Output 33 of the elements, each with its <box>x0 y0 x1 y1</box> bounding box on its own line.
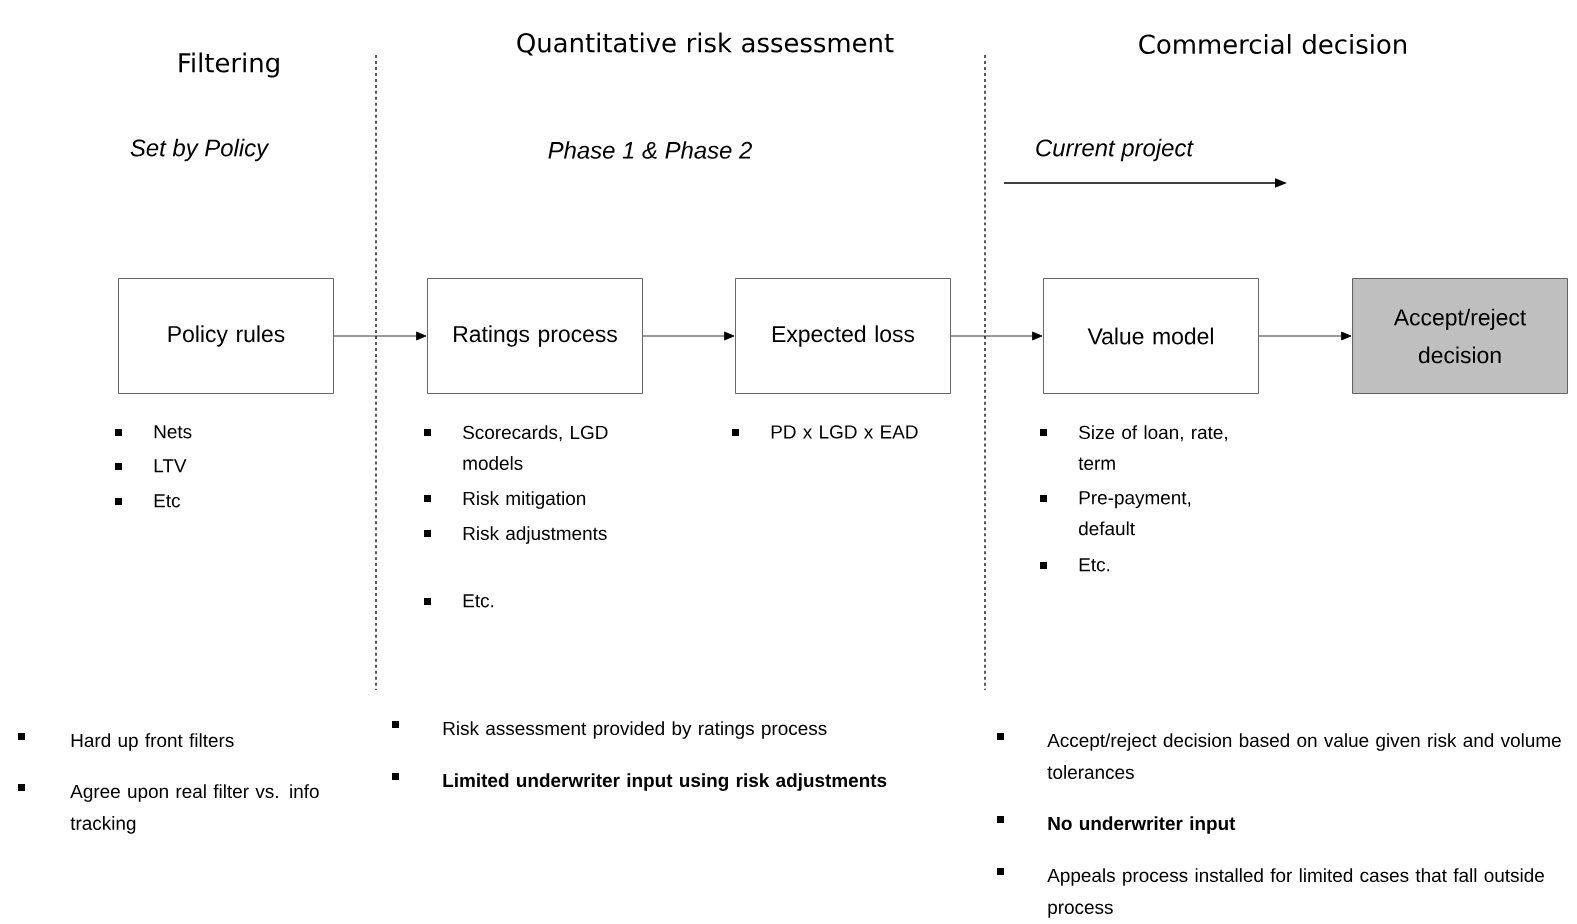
column-heading: Commercial decision <box>1139 33 1406 54</box>
bullet-item: Nets <box>115 425 192 439</box>
bullet-item: Etc. <box>1040 558 1110 572</box>
phase-label: Phase 1 & Phase 2 <box>548 141 752 159</box>
bullet-item: Appeals process installed for limited cases that fall outside process <box>997 868 1544 918</box>
bullet-item: PD x LGD x EAD <box>732 425 918 439</box>
process-box: Policy rules <box>118 278 334 394</box>
bullet-item: Scorecards, LGD models <box>424 425 608 470</box>
bullet-item: Size of loan, rate, term <box>1040 425 1227 470</box>
column-heading: Quantitative risk assessment <box>517 32 894 56</box>
process-box: Value model <box>1043 278 1259 394</box>
bullet-item: Etc. <box>424 594 494 608</box>
arrow <box>642 331 735 341</box>
bullet-item: Accept/reject decision based on value given risk and volume tolerances <box>997 733 1561 779</box>
arrow <box>333 331 427 341</box>
process-box: Ratings process <box>427 278 643 394</box>
column-heading: Filtering <box>179 52 279 78</box>
process-box: Expected loss <box>735 278 951 394</box>
bullet-item: LTV <box>115 459 187 473</box>
bullet-item: Pre-payment, default <box>1040 491 1191 536</box>
bullet-item: Risk assessment provided by ratings process <box>392 721 827 739</box>
arrow <box>950 331 1043 341</box>
bullet-item: Etc <box>115 494 181 508</box>
bullet-item: No underwriter input <box>997 816 1236 834</box>
bullet-item: Hard up front filters <box>18 733 234 751</box>
phase-label: Current project <box>1036 138 1194 162</box>
arrow <box>1258 331 1352 341</box>
process-box: Accept/reject decision <box>1352 278 1568 394</box>
bullet-item: Risk adjustments <box>424 526 607 544</box>
phase-label: Set by Policy <box>130 138 270 162</box>
bullet-item: Agree upon real filter vs. info tracking <box>18 784 319 834</box>
bullet-item: Risk mitigation <box>424 491 586 509</box>
bullet-item: Limited underwriter input using risk adjustments <box>392 773 887 791</box>
